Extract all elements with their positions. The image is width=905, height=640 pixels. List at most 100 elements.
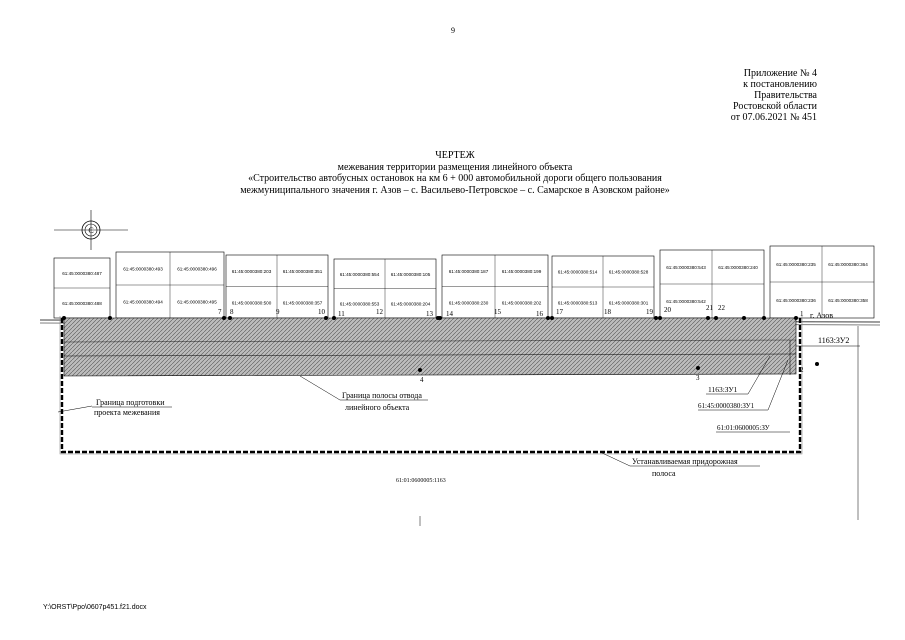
point-number: 3: [696, 374, 700, 382]
point-number: 9: [276, 308, 280, 316]
cadastral-number: 61:45:0000380:351: [283, 269, 323, 274]
cadastral-number: 61:45:0000380:204: [391, 301, 431, 306]
point-number: 12: [376, 308, 384, 316]
leader-line: [57, 405, 93, 413]
point-number: 1: [800, 310, 804, 318]
parcel-group: 61:45:0000380:487 61:45:0000380:488 61:45:…: [53, 245, 875, 319]
cadastral-number: 61:45:0000380:236: [776, 298, 816, 303]
roadside-strip-label: полоса: [652, 469, 676, 478]
point-number: 15: [494, 308, 502, 316]
point-marker: [550, 316, 554, 320]
cadastral-number: 61:45:0000380:187: [449, 269, 489, 274]
cadastral-number: 61:45:0000380:357: [283, 300, 323, 305]
point-number: 8: [230, 308, 234, 316]
city-label: г. Азов: [810, 311, 833, 320]
cadastral-number: 61:45:0000380:358: [828, 298, 868, 303]
roadside-strip-label: Устанавливаемая придорожная: [632, 457, 738, 466]
boundary-prep-label: Граница подготовки: [96, 398, 165, 407]
cadastral-number: 61:45:0000380:199: [502, 269, 542, 274]
project-boundary: [60, 318, 802, 454]
point-marker: [324, 316, 328, 320]
point-number: 7: [218, 308, 222, 316]
cadastral-number: 61:45:0000380:528: [609, 270, 649, 275]
point-marker: [418, 368, 422, 372]
title-line: межевания территории размещения линейног…: [337, 161, 573, 173]
cad-05-label: 61:01:0600005:ЗУ: [717, 424, 770, 432]
point-number: 18: [604, 308, 612, 316]
project-boundary-outline: [59, 316, 803, 455]
appendix-line: к постановлению: [743, 79, 817, 90]
north-arrow-icon: С: [54, 210, 128, 250]
point-marker: [762, 316, 766, 320]
point-marker: [438, 316, 442, 320]
page-number: 9: [451, 26, 455, 35]
point-marker: [654, 316, 658, 320]
cadastral-number: 61:45:0000380:301: [609, 301, 649, 306]
drawing-title: ЧЕРТЕЖ межевания территории размещения л…: [205, 150, 705, 196]
compass-letter: С: [88, 226, 93, 235]
cadastral-number: 61:45:0000380:487: [62, 271, 102, 276]
cadastral-number: 61:45:0000380:543: [666, 265, 706, 270]
zu1-label: 1163:ЗУ1: [708, 385, 738, 394]
point-marker: [742, 316, 746, 320]
cadastral-number: 61:45:0000380:203: [232, 269, 272, 274]
cadastral-number: 61:45:0000380:495: [177, 300, 217, 305]
cadastral-number: 61:45:0000380:553: [340, 301, 380, 306]
point-number: 21: [706, 304, 714, 312]
cadastral-number: 61:45:0000380:235: [776, 262, 816, 267]
cad-zu1-label: 61:45:0000380:ЗУ1: [698, 402, 755, 410]
title-line: «Строительство автобусных остановок на к…: [248, 173, 662, 184]
point-number: 10: [318, 308, 326, 316]
big-parcel-label: 61:01:0600005:1163: [396, 478, 446, 484]
file-path: Y:\ORST\Ppo\0607p451.f21.docx: [43, 604, 147, 611]
title-line: межмуниципального значения г. Азов – с. …: [240, 184, 670, 196]
point-marker: [62, 316, 66, 320]
point-number: 2: [800, 366, 804, 374]
point-marker: [706, 316, 710, 320]
cadastral-number: 61:45:0000380:364: [828, 262, 868, 267]
point-marker: [815, 362, 819, 366]
point-group: [62, 316, 798, 320]
title-heading: ЧЕРТЕЖ: [435, 150, 475, 161]
strip-centerline: [63, 353, 797, 357]
strip-boundary-label: Граница полосы отвода: [342, 391, 422, 400]
appendix-block: Приложение № 4 к постановлению Правитель…: [731, 68, 817, 123]
cadastral-number: 61:45:0000380:513: [558, 301, 598, 306]
point-marker: [332, 316, 336, 320]
zu2-label: 1163:ЗУ2: [818, 336, 849, 345]
point-marker: [546, 316, 550, 320]
cadastral-number: 61:45:0000380:105: [391, 272, 431, 277]
cadastral-number: 61:45:0000380:494: [123, 300, 163, 305]
point-marker: [794, 316, 798, 320]
point-number: 17: [556, 308, 564, 316]
point-number: 16: [536, 310, 544, 318]
point-marker: [714, 316, 718, 320]
boundary-prep-label: проекта межевания: [94, 408, 160, 417]
cadastral-number: 61:45:0000380:542: [666, 299, 706, 304]
cadastral-number: 61:45:0000380:488: [62, 301, 102, 306]
right-of-way-strip: [63, 317, 797, 377]
point-number: 20: [664, 306, 672, 314]
cadastral-number: 61:45:0000380:554: [340, 272, 380, 277]
point-marker: [696, 366, 700, 370]
strip-boundary-label: линейного объекта: [345, 403, 410, 412]
cadastral-number: 61:45:0000380:514: [558, 270, 598, 275]
point-number: 4: [420, 376, 424, 384]
point-number: 14: [446, 310, 454, 318]
appendix-line: Приложение № 4: [743, 68, 817, 79]
point-marker: [108, 316, 112, 320]
cadastral-number: 61:45:0000380:240: [718, 265, 758, 270]
appendix-line: Правительства: [754, 90, 817, 101]
point-number: 13: [426, 310, 434, 318]
point-number: 11: [338, 310, 345, 318]
appendix-line: Ростовской области: [733, 101, 817, 112]
point-marker: [658, 316, 662, 320]
leader-line: [767, 359, 789, 411]
cadastral-number: 61:45:0000380:202: [502, 300, 542, 305]
point-marker: [228, 316, 232, 320]
leader-line: [599, 451, 631, 467]
appendix-line: от 07.06.2021 № 451: [730, 112, 817, 123]
cadastral-number: 61:45:0000380:496: [177, 267, 217, 272]
